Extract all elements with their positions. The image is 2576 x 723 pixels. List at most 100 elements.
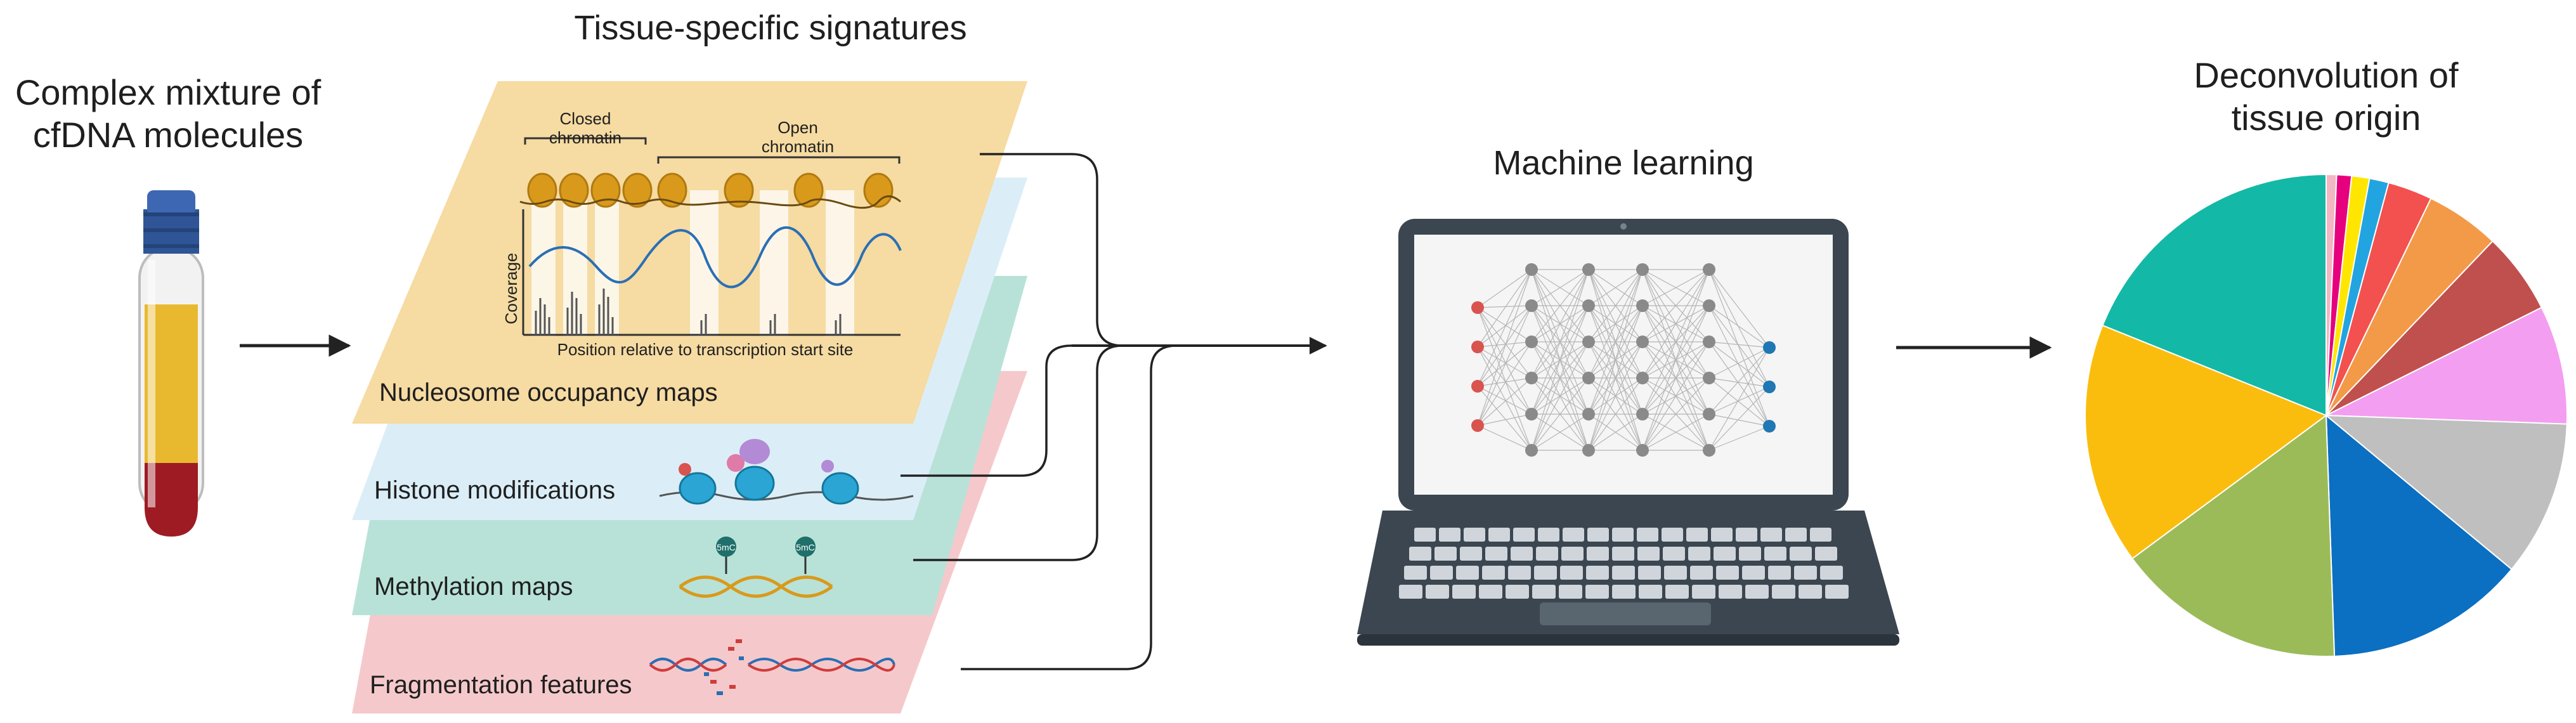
nn-edge — [1708, 341, 1770, 388]
nn-edge — [1642, 269, 1710, 306]
nn-node — [1525, 444, 1538, 457]
nn-node — [1636, 335, 1649, 348]
nn-edge — [1708, 377, 1770, 427]
layer-nucleosome — [352, 81, 1027, 424]
open-chromatin-label-2: chromatin — [762, 137, 834, 156]
nn-node — [1703, 335, 1715, 348]
nn-node — [1582, 372, 1595, 384]
nn-node — [1636, 408, 1649, 420]
keyboard-key — [1688, 547, 1710, 561]
nn-edge — [1642, 341, 1710, 451]
pie-slice — [2131, 414, 2336, 657]
keyboard-key — [1561, 547, 1584, 561]
methylation-panel: Methylation maps 5mC 5mC — [374, 537, 833, 601]
keyboard-key — [1430, 566, 1453, 580]
nn-node — [1471, 419, 1484, 432]
keyboard-key — [1488, 528, 1510, 542]
nn-node — [1582, 408, 1595, 420]
keyboard-key — [1745, 585, 1769, 599]
nn-edge — [1588, 414, 1643, 451]
nn-edge — [1477, 341, 1532, 348]
nn-edge — [1477, 307, 1532, 342]
nn-edge — [1531, 269, 1589, 451]
keyboard-key — [1820, 566, 1843, 580]
nn-node — [1582, 263, 1595, 276]
nn-edge — [1588, 269, 1643, 451]
laptop-icon — [1357, 219, 1899, 646]
nn-edge — [1477, 346, 1532, 379]
nn-edge — [1642, 269, 1710, 379]
nn-node — [1471, 301, 1484, 314]
nn-edge — [1588, 269, 1643, 379]
keyboard-key — [1482, 566, 1505, 580]
keyboard-key — [1815, 547, 1837, 561]
deconv-title-line2: tissue origin — [2232, 98, 2421, 138]
nn-edge — [1477, 305, 1532, 348]
nn-edge — [1642, 269, 1710, 415]
keyboard-key — [1612, 528, 1634, 542]
keyboard-key — [1637, 528, 1658, 542]
nn-edge — [1477, 307, 1532, 451]
keyboard-key — [1414, 528, 1436, 542]
keyboard-key — [1810, 528, 1831, 542]
nn-edge — [1531, 269, 1589, 342]
nn-node — [1636, 299, 1649, 312]
nn-edge — [1708, 414, 1770, 427]
nn-edge — [1708, 341, 1770, 427]
keyboard-key — [1768, 566, 1791, 580]
nn-edge — [1708, 305, 1770, 348]
nn-edge — [1477, 377, 1532, 387]
laptop-keyboard — [1399, 528, 1849, 599]
nn-node — [1703, 263, 1715, 276]
closed-chromatin-label-1: Closed — [560, 109, 611, 128]
keyboard-key — [1665, 585, 1689, 599]
nn-node — [1763, 381, 1776, 393]
methyl-tag-2: 5mC — [796, 542, 815, 552]
nn-node — [1763, 420, 1776, 433]
nn-node — [1525, 263, 1538, 276]
nn-edge — [1477, 305, 1532, 308]
nn-node — [1471, 341, 1484, 353]
keyboard-key — [1664, 566, 1687, 580]
nn-edge — [1588, 269, 1643, 342]
keyboard-key — [1663, 547, 1685, 561]
keyboard-key — [1742, 566, 1765, 580]
keyboard-key — [1790, 547, 1812, 561]
pie-slice — [2102, 173, 2327, 417]
keyboard-key — [1637, 547, 1660, 561]
nn-edge — [1477, 269, 1532, 426]
methyl-tag-1: 5mC — [717, 542, 736, 552]
coverage-axis-label: Coverage — [502, 253, 521, 325]
keyboard-key — [1538, 528, 1559, 542]
nn-edge — [1588, 269, 1643, 415]
keyboard-key — [1587, 528, 1609, 542]
nn-edge — [1477, 269, 1532, 348]
keyboard-key — [1714, 547, 1736, 561]
nn-edge — [1531, 414, 1589, 451]
layer-methylation-label: Methylation maps — [374, 573, 573, 601]
keyboard-key — [1639, 585, 1662, 599]
nucleosome-panel: Closed chromatin Open chromatin C — [379, 109, 902, 407]
nucleosome-icons — [527, 173, 894, 208]
nn-node — [1703, 299, 1715, 312]
nn-node — [1763, 341, 1776, 354]
nn-edge — [1477, 269, 1532, 387]
keyboard-key — [1426, 585, 1449, 599]
keyboard-key — [1456, 566, 1479, 580]
nn-edge — [1708, 377, 1770, 388]
nn-node — [1525, 335, 1538, 348]
pie-slice — [2085, 324, 2328, 560]
merge-connectors — [901, 153, 1177, 670]
keyboard-key — [1612, 566, 1635, 580]
nn-edge — [1642, 377, 1710, 451]
nn-edge — [1531, 269, 1589, 306]
layer-histone-label: Histone modifications — [374, 476, 615, 504]
histone-icons — [679, 439, 859, 505]
nn-node — [1636, 372, 1649, 384]
keyboard-key — [1711, 528, 1733, 542]
nn-edge — [1708, 347, 1770, 451]
signatures-title: Tissue-specific signatures — [574, 9, 966, 47]
keyboard-key — [1452, 585, 1476, 599]
keyboard-key — [1612, 585, 1636, 599]
nn-edge — [1531, 377, 1589, 451]
